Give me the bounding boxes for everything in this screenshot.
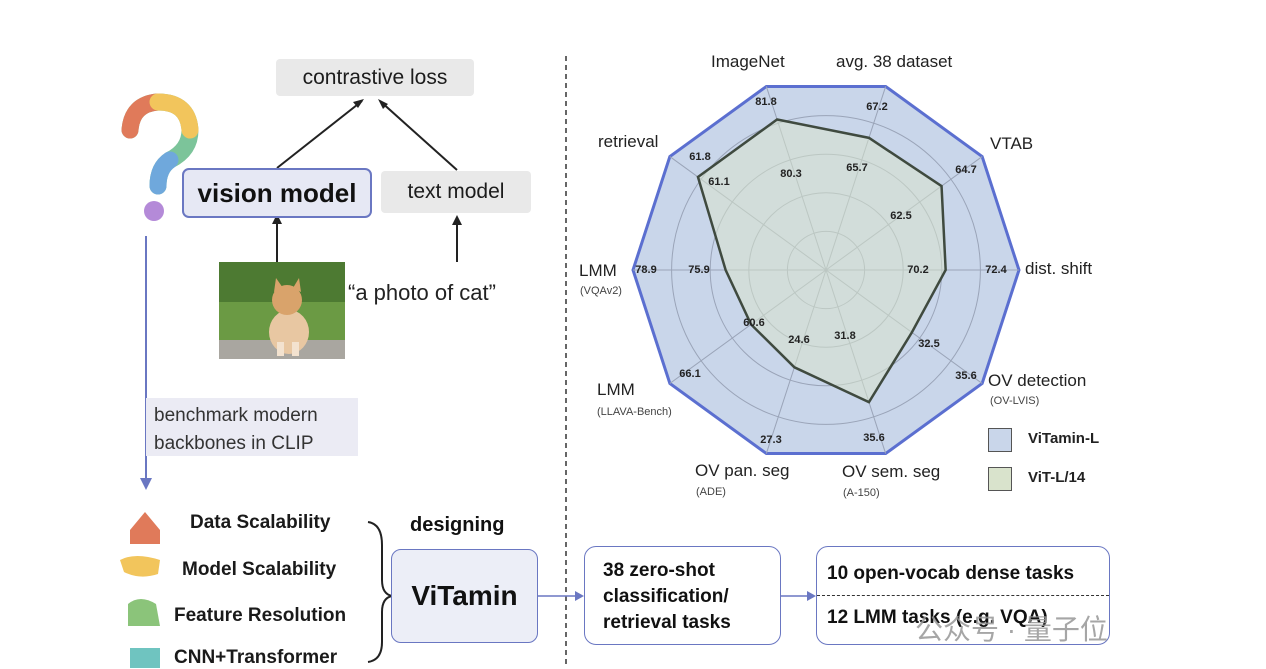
vitamin-box: ViTamin [391, 549, 538, 643]
axis-sub-ov-detection: (OV-LVIS) [990, 395, 1040, 407]
feature-resolution: Feature Resolution [174, 605, 347, 626]
value-vit-ovpan: 24.6 [788, 334, 810, 346]
dense-task-label: 10 open-vocab dense tasks [827, 563, 1075, 584]
contrastive-loss-label: contrastive loss [302, 65, 448, 89]
dense-lmm-task-box: 10 open-vocab dense tasks 12 LMM tasks (… [816, 546, 1110, 645]
value-vit-retrieval: 61.1 [708, 176, 730, 188]
task-separator [817, 595, 1109, 596]
value-vitamin-ovpan: 27.3 [760, 434, 782, 446]
axis-sub-lmm-llava: (LLAVA-Bench) [597, 406, 672, 418]
feature-model-scalability: Model Scalability [182, 559, 337, 580]
value-vitamin-ovsem: 35.6 [863, 432, 885, 444]
vision-model-box: vision model [182, 168, 372, 218]
vitamin-label: ViTamin [411, 580, 518, 611]
legend-label-vit: ViT-L/14 [1028, 469, 1086, 486]
puzzle-piece-icon [120, 556, 160, 577]
axis-label-ov-sem-seg: OV sem. seg [842, 462, 941, 481]
axis-label-dist-shift: dist. shift [1025, 259, 1093, 278]
value-vitamin-dist: 72.4 [985, 264, 1007, 276]
value-vit-llava: 60.6 [743, 317, 765, 329]
value-vit-avg38: 65.7 [846, 162, 868, 174]
value-vitamin-llava: 66.1 [679, 368, 701, 380]
value-vit-vqa: 75.9 [688, 264, 710, 276]
cat-photo [219, 262, 345, 359]
axis-label-ov-pan-seg: OV pan. seg [695, 461, 790, 480]
vision-model-label: vision model [197, 177, 357, 208]
benchmark-box: benchmark modern backbones in CLIP [146, 398, 358, 456]
value-vitamin-avg38: 67.2 [866, 101, 888, 113]
value-vitamin-retrieval: 61.8 [689, 151, 711, 163]
legend-label-vitamin: ViTamin-L [1028, 430, 1100, 447]
axis-label-retrieval: retrieval [598, 132, 659, 151]
caption-text: “a photo of cat” [348, 280, 496, 305]
zero-shot-task-box: 38 zero-shot classification/ retrieval t… [584, 546, 781, 645]
text-model-box: text model [381, 171, 531, 213]
legend-swatch-vit [988, 467, 1012, 491]
designing-label: designing [410, 514, 505, 536]
feature-cnn-transformer: CNN+Transformer [174, 647, 338, 668]
axis-sub-lmm-vqa: (VQAv2) [580, 285, 622, 297]
question-mark-icon [121, 93, 199, 221]
axis-label-imagenet: ImageNet [711, 52, 785, 71]
value-vit-ovsem: 31.8 [834, 330, 856, 342]
value-vitamin-imagenet: 81.8 [755, 96, 777, 108]
arrow-text-to-loss [379, 100, 458, 171]
zero-shot-task-label: 38 zero-shot classification/ retrieval t… [603, 560, 731, 633]
value-vit-vtab: 62.5 [890, 210, 912, 222]
text-model-label: text model [407, 180, 505, 203]
axis-label-lmm-vqa: LMM [579, 261, 617, 280]
value-vitamin-vtab: 64.7 [955, 164, 977, 176]
value-vit-ovdet: 32.5 [918, 338, 940, 350]
value-vitamin-ovdet: 35.6 [955, 370, 977, 382]
contrastive-loss-box: contrastive loss [276, 59, 474, 96]
value-vit-imagenet: 80.3 [780, 168, 802, 180]
lmm-task-label: 12 LMM tasks (e.g. VQA) [827, 607, 1048, 628]
series-vit-area [696, 118, 947, 404]
value-vitamin-vqa: 78.9 [635, 264, 657, 276]
puzzle-piece-icon [128, 599, 160, 626]
cat-image-icon [219, 262, 345, 359]
feature-data-scalability: Data Scalability [190, 512, 331, 533]
axis-sub-ov-sem-seg: (A-150) [843, 487, 880, 499]
axis-sub-ov-pan-seg: (ADE) [696, 486, 726, 498]
axis-label-lmm-llava: LMM [597, 380, 635, 399]
axis-label-ov-detection: OV detection [988, 371, 1087, 390]
benchmark-label: benchmark modern backbones in CLIP [154, 405, 318, 454]
arrow-vision-to-loss [276, 100, 363, 169]
watermark-text: 公众号 · 量子位 [915, 614, 1108, 645]
puzzle-piece-icon [130, 648, 160, 668]
value-vit-dist: 70.2 [907, 264, 929, 276]
axis-label-vtab: VTAB [990, 134, 1034, 153]
legend-swatch-vitamin [988, 428, 1012, 452]
axis-label-avg38: avg. 38 dataset [836, 52, 953, 71]
house-puzzle-icon [130, 512, 160, 544]
